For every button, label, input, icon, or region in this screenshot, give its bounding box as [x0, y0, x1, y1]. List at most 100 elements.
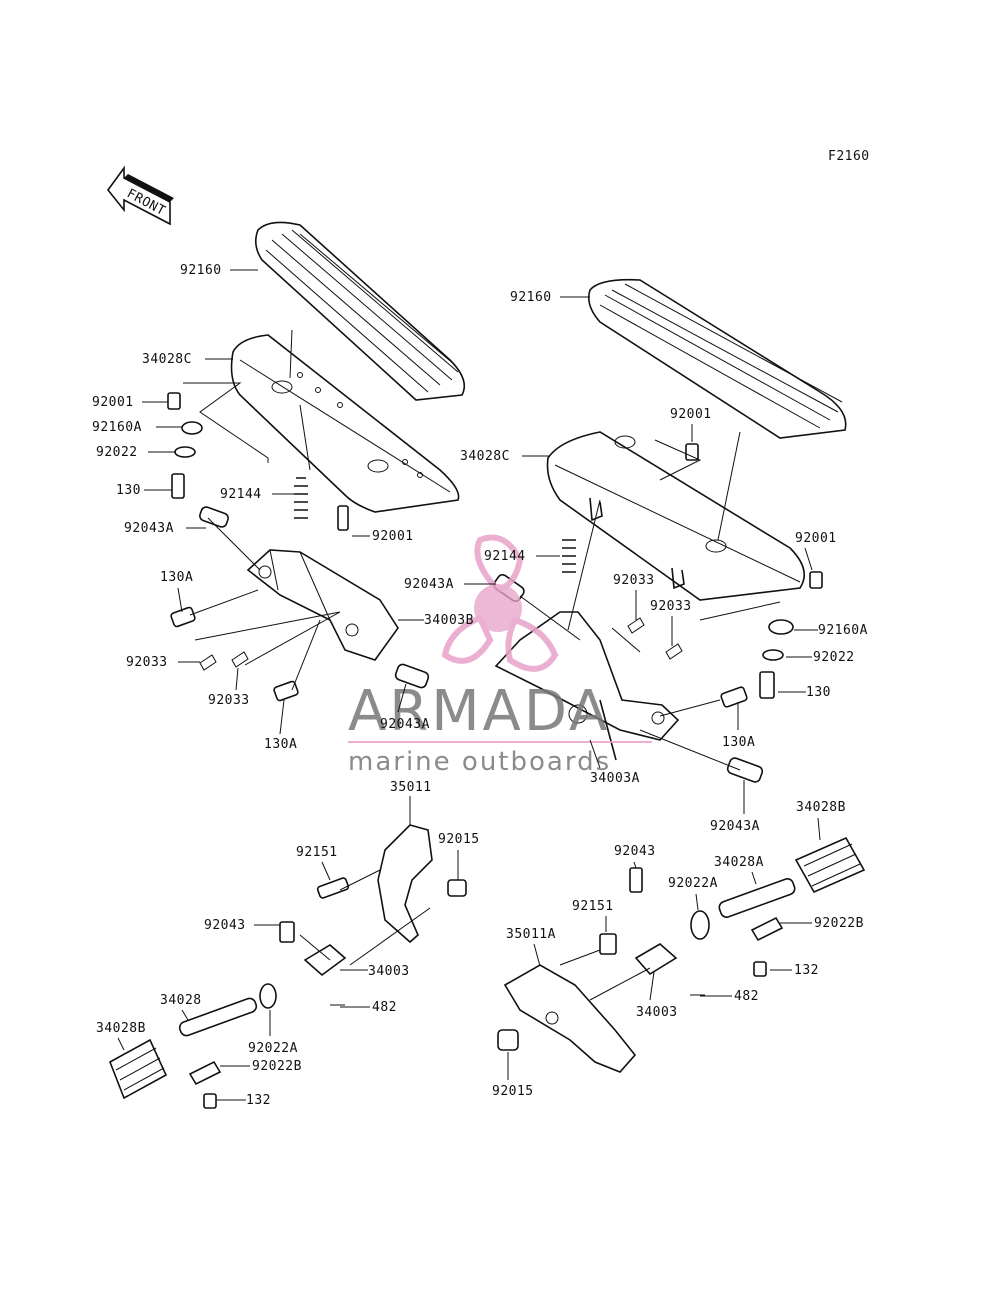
callout-leader-line: [117, 1037, 125, 1051]
left-floorboard-plate: [230, 334, 460, 513]
front-arrow-icon: FRONT: [106, 165, 174, 226]
part-number-label: 92015: [438, 832, 480, 847]
left-spring-plate: [188, 1060, 222, 1086]
left-small-hardware: [167, 392, 430, 702]
left-floorboard-bracket: [246, 549, 399, 661]
part-number-label: 92144: [484, 549, 526, 564]
right-rubber-pad: [587, 278, 847, 439]
part-number-label: 482: [372, 1000, 397, 1015]
part-number-label: 34003A: [590, 771, 640, 786]
left-rubber-pad: [254, 221, 466, 401]
part-number-label: 92160: [510, 290, 552, 305]
callout-leader-line: [817, 817, 821, 841]
part-number-label: 92160A: [92, 420, 142, 435]
part-number-label: 92043: [204, 918, 246, 933]
right-small-hardware: [493, 443, 823, 783]
callout-leader-line: [589, 739, 601, 769]
part-number-label: 482: [734, 989, 759, 1004]
right-footpeg-assembly: [497, 836, 866, 1073]
part-number-label: 92151: [296, 845, 338, 860]
part-number-label: 92022A: [668, 876, 718, 891]
right-floorboard-assembly: [493, 278, 847, 783]
right-spring-plate: [750, 916, 784, 942]
left-footpeg-clevis: [303, 944, 347, 977]
left-nut-92015: [447, 879, 467, 897]
part-number-label: 92033: [650, 599, 692, 614]
part-number-label: 92022B: [252, 1059, 302, 1074]
part-number-label: 92043A: [710, 819, 760, 834]
callout-labels: 9216034028C9200192160A9202213092043A130A…: [92, 263, 868, 1108]
part-number-label: 92033: [208, 693, 250, 708]
callout-leader-line: [751, 871, 757, 885]
part-number-label: 92160: [180, 263, 222, 278]
part-number-label: 132: [794, 963, 819, 978]
callout-leader-line: [804, 547, 813, 571]
callout-leader-line: [633, 861, 637, 869]
part-number-label: 92022B: [814, 916, 864, 931]
callout-leader-line: [533, 943, 541, 967]
left-footpeg-arm: [178, 997, 258, 1037]
right-nut-92015: [497, 1029, 519, 1051]
part-number-label: 34028B: [796, 800, 846, 815]
callout-leader-line: [321, 861, 331, 881]
part-number-label: 92015: [492, 1084, 534, 1099]
part-number-label: 34028C: [142, 352, 192, 367]
part-number-label: 92043A: [124, 521, 174, 536]
right-floorboard-plate: [546, 431, 806, 601]
right-bolt-92151: [599, 933, 617, 955]
part-number-label: 34003: [368, 964, 410, 979]
left-footpeg-bracket: [377, 824, 433, 944]
left-pin-92043: [279, 921, 295, 943]
propeller-logo-icon: [441, 534, 559, 672]
right-footpeg-bracket: [503, 964, 637, 1073]
part-number-label: 92022: [813, 650, 855, 665]
watermark-subtitle: marine outboards: [348, 747, 611, 777]
callout-leader-line: [177, 587, 183, 613]
watermark-title: ARMADA: [348, 679, 610, 744]
watermark: ARMADA marine outboards: [348, 534, 652, 777]
right-guide-lines: [519, 431, 781, 771]
part-number-label: 130A: [722, 735, 755, 750]
left-screw-132: [203, 1093, 217, 1109]
part-number-label: 92001: [92, 395, 134, 410]
right-washer-92022A: [690, 910, 710, 940]
part-number-label: 34003: [636, 1005, 678, 1020]
callout-leader-line: [235, 667, 239, 691]
callout-leader-line: [279, 699, 285, 735]
part-number-label: 35011A: [506, 927, 556, 942]
right-footpeg-rubber: [794, 836, 866, 894]
part-number-label: 92022: [96, 445, 138, 460]
callout-leader-line: [181, 1009, 189, 1021]
callout-leader-line: [649, 971, 655, 1001]
right-footpeg-clevis: [634, 943, 678, 976]
part-number-label: 130: [116, 483, 141, 498]
right-pin-92043: [629, 867, 643, 893]
right-screw-132: [753, 961, 767, 977]
left-footpeg-assembly: [109, 824, 467, 1109]
part-number-label: 92043A: [404, 577, 454, 592]
figure-code: F2160: [828, 149, 870, 164]
left-washer-92022A: [259, 983, 277, 1009]
right-footpeg-arm: [718, 878, 796, 918]
part-number-label: 92151: [572, 899, 614, 914]
part-number-label: 34028: [160, 993, 202, 1008]
part-number-label: 92001: [795, 531, 837, 546]
left-footpeg-rubber: [109, 1038, 168, 1100]
part-number-label: 34028A: [714, 855, 764, 870]
part-number-label: 130: [806, 685, 831, 700]
part-number-label: 92033: [613, 573, 655, 588]
part-number-label: 92160A: [818, 623, 868, 638]
callout-leader-line: [695, 893, 699, 911]
left-floorboard-assembly: [167, 221, 466, 702]
left-guide-lines: [183, 329, 341, 691]
part-number-label: 92144: [220, 487, 262, 502]
part-number-label: 130A: [160, 570, 193, 585]
part-number-label: 92043A: [380, 717, 430, 732]
part-number-label: 34028C: [460, 449, 510, 464]
part-number-label: 92043: [614, 844, 656, 859]
left-bolt-92151: [316, 877, 350, 899]
callout-leader-line: [397, 683, 407, 713]
part-number-label: 34003B: [424, 613, 474, 628]
part-number-label: 92033: [126, 655, 168, 670]
